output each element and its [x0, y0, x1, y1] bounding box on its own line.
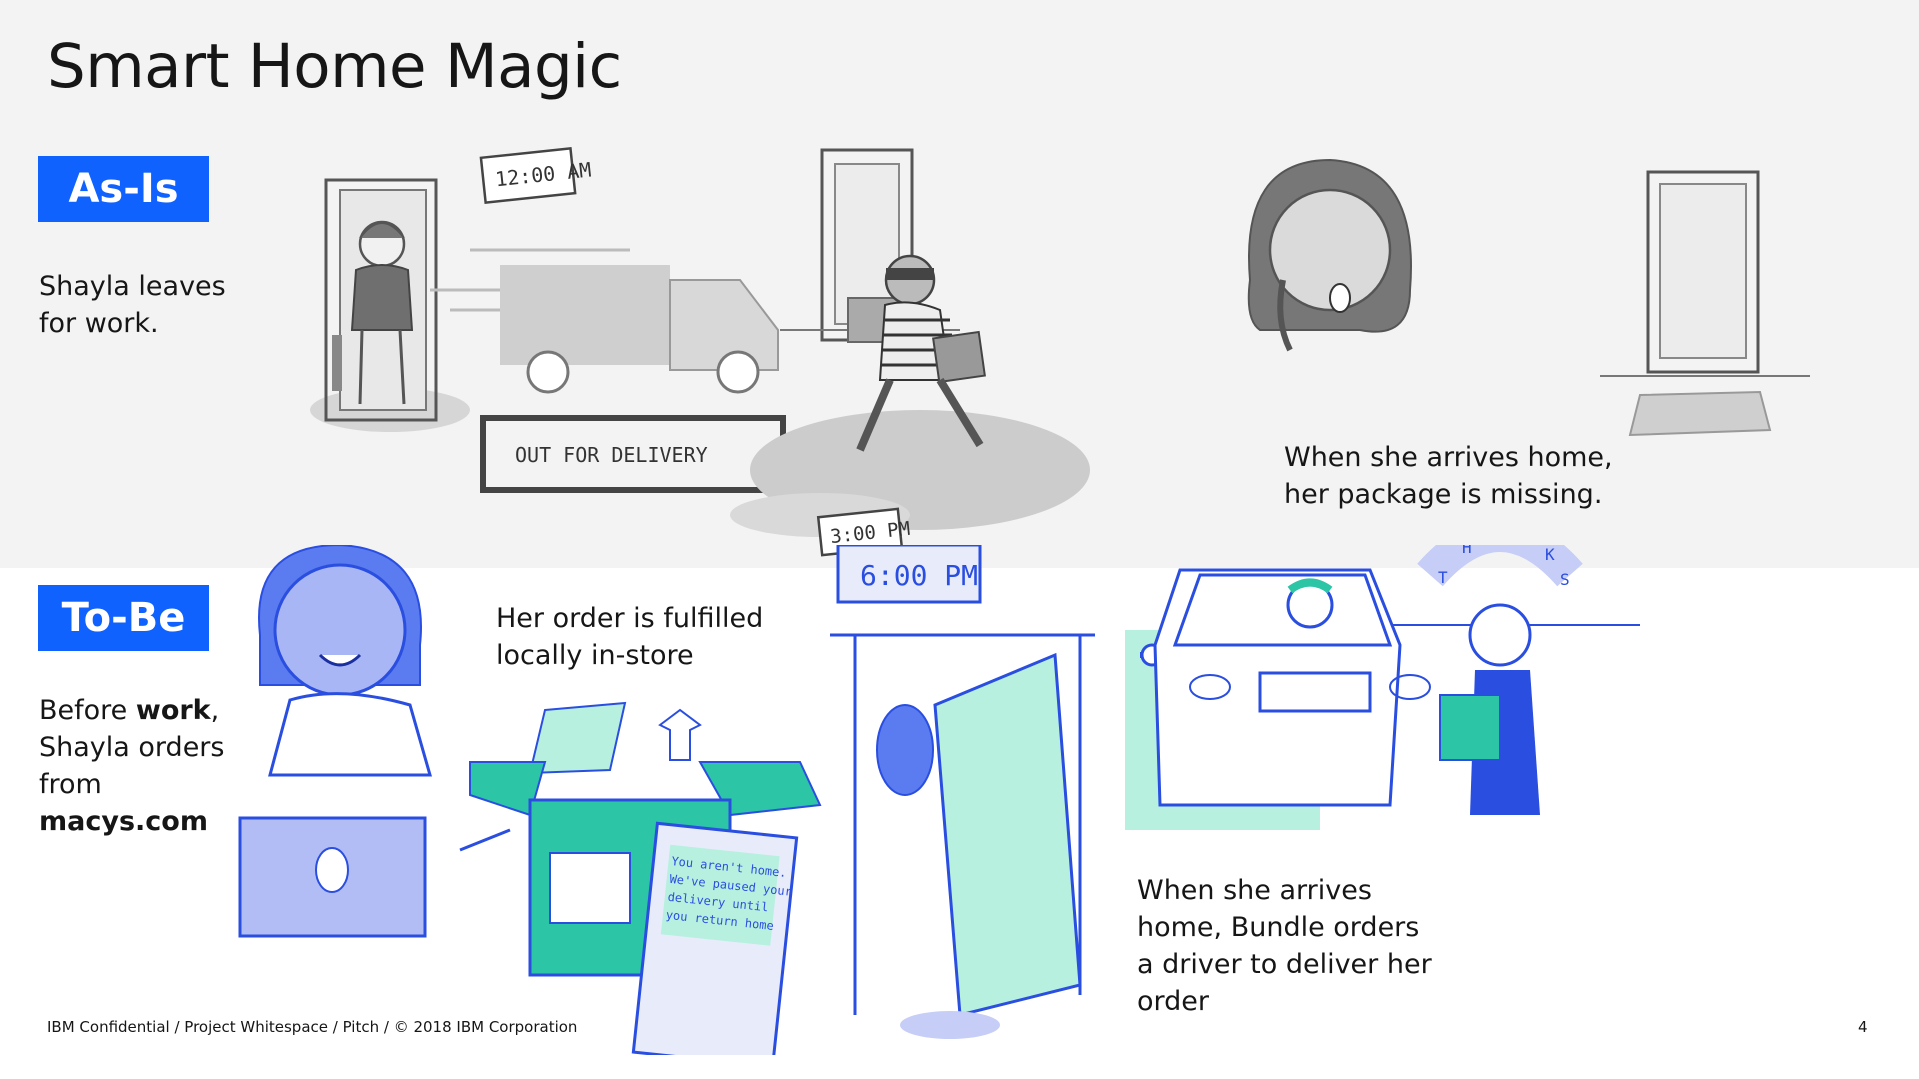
caption-line: Shayla leaves [39, 271, 226, 302]
caption-text: Before [39, 695, 136, 726]
as-is-tag: As-Is [38, 156, 209, 222]
page-title: Smart Home Magic [47, 31, 622, 102]
as-is-storyboard-illustration: 12:00 AM OUT FOR DELIVERY 3:00 PM [310, 147, 1810, 557]
thanks-letter-2: H [1462, 545, 1472, 557]
thanks-letter-1: T [1438, 568, 1448, 587]
caption-line: When she arrives home, [1284, 442, 1613, 473]
as-is-caption-missing: When she arrives home, her package is mi… [1284, 439, 1613, 513]
as-is-caption-leaves: Shayla leaves for work. [39, 268, 226, 342]
caption-line: Shayla orders [39, 732, 225, 763]
caption-text: , [210, 695, 220, 726]
caption-line: Before work, [39, 692, 224, 729]
thanks-letter-5: K [1545, 545, 1555, 564]
caption-bold: work [135, 695, 211, 726]
caption-line: a driver to deliver her [1137, 949, 1432, 980]
footer-text: IBM Confidential / Project Whitespace / … [47, 1018, 578, 1036]
to-be-caption-driver: When she arrives home, Bundle orders a d… [1137, 872, 1432, 1020]
caption-line: Her order is fulfilled [496, 603, 764, 634]
page-number: 4 [1858, 1018, 1868, 1036]
caption-line: her package is missing. [1284, 479, 1603, 510]
caption-line-bold: macys.com [39, 806, 208, 837]
caption-line: When she arrives [1137, 875, 1372, 906]
caption-line: from [39, 769, 102, 800]
sign-delivery: OUT FOR DELIVERY [515, 443, 708, 467]
caption-line: order [1137, 986, 1209, 1017]
thanks-letter-6: S [1560, 570, 1570, 589]
caption-line: for work. [39, 308, 159, 339]
thanks-letter-4: N [1520, 545, 1530, 549]
to-be-caption-orders: Before work, Shayla orders from macys.co… [39, 692, 224, 840]
to-be-storyboard-illustration: You aren't home. We've paused your deliv… [238, 545, 1640, 1055]
sign-time-to-be: 6:00 PM [860, 559, 978, 592]
to-be-tag: To-Be [38, 585, 209, 651]
to-be-caption-fulfilled: Her order is fulfilled locally in-store [496, 600, 763, 674]
caption-line: locally in-store [496, 640, 694, 671]
caption-line: home, Bundle orders [1137, 912, 1420, 943]
